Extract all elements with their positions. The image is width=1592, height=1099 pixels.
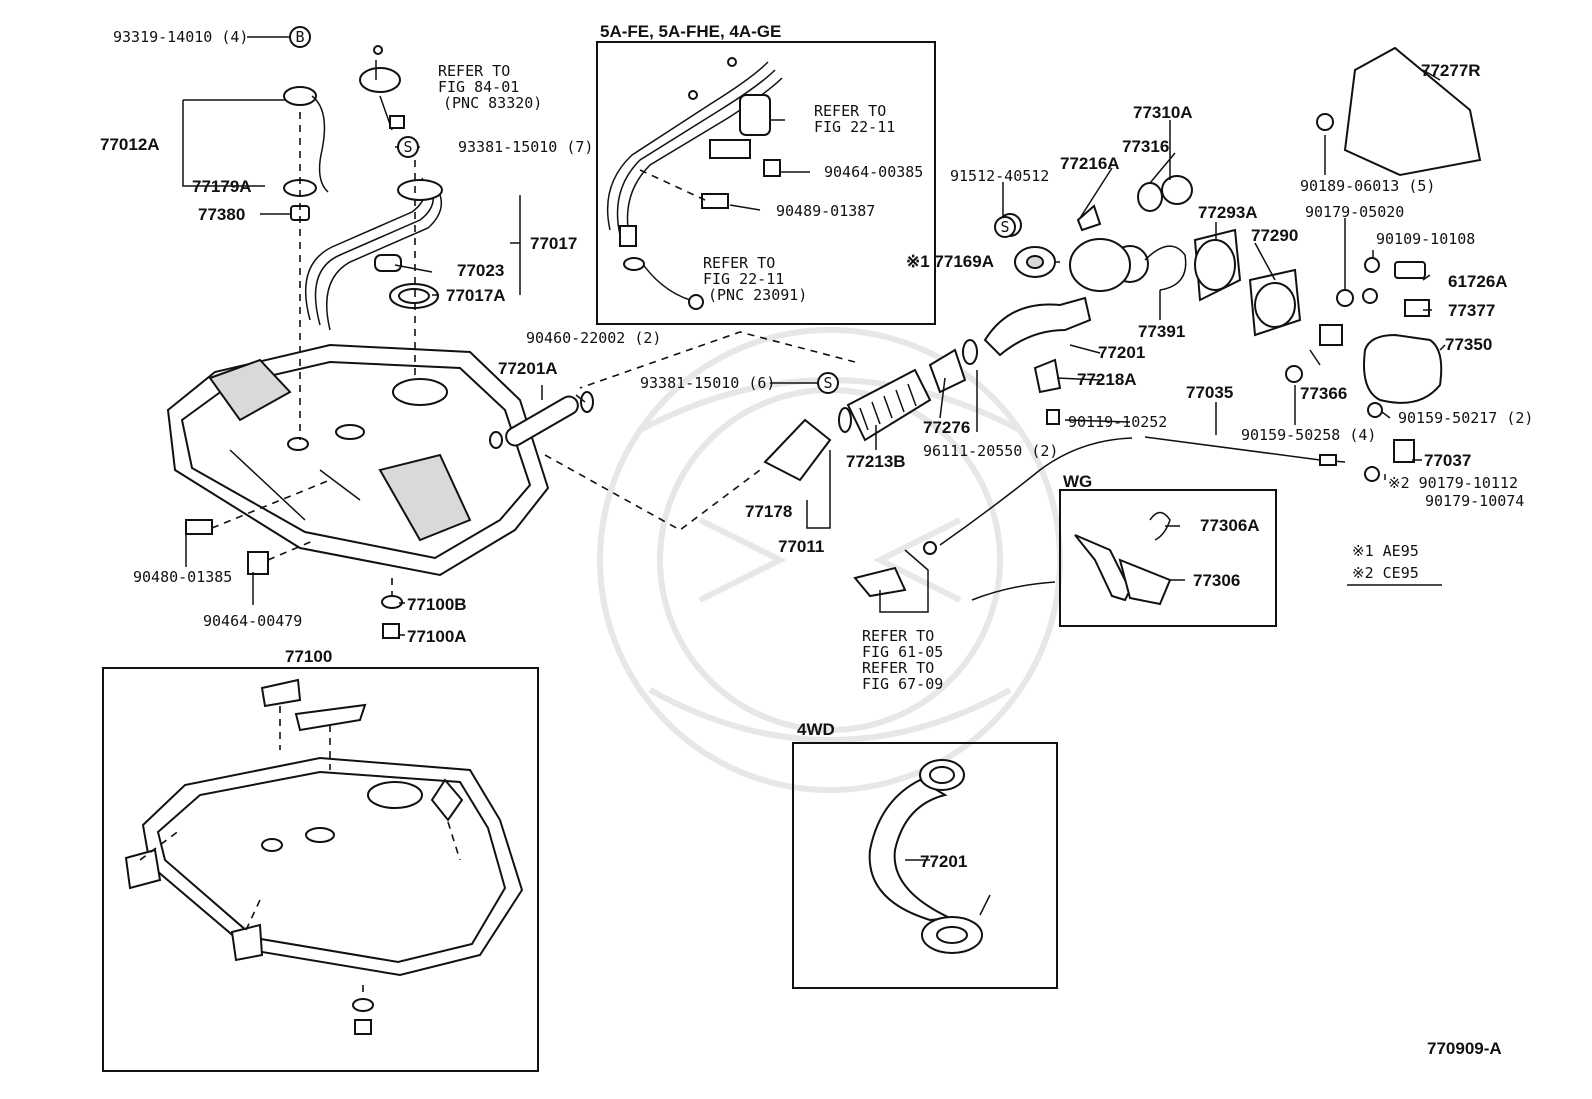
symbol-s-hose: S — [823, 374, 832, 392]
lid-opener-cable — [853, 436, 1346, 613]
label-77380: 77380 — [198, 205, 245, 224]
label-77037: 77037 — [1424, 451, 1471, 470]
tank-assembly-drawing — [124, 678, 524, 1035]
symbol-markers: B S S S — [289, 26, 1016, 394]
wg-box-title: WG — [1063, 472, 1092, 491]
label-77201A: 77201A — [498, 359, 558, 378]
label-90109-10108: 90109-10108 — [1376, 230, 1475, 248]
label-90159-50258: 90159-50258 (4) — [1241, 426, 1376, 444]
engine-refer-b-3: (PNC 23091) — [708, 286, 807, 304]
label-77201-4wd: 77201 — [920, 852, 967, 871]
tank-assembly-title: 77100 — [285, 647, 332, 666]
label-90489-01387: 90489-01387 — [776, 202, 875, 220]
refer-body-4: FIG 67-09 — [862, 675, 943, 693]
label-90179-10112: ※2 90179-10112 — [1388, 474, 1518, 492]
4wd-filler-pipe — [868, 759, 991, 954]
label-93381-15010-6: 93381-15010 (6) — [640, 374, 775, 392]
label-77277R: 77277R — [1421, 61, 1481, 80]
label-90179-10074: 90179-10074 — [1425, 492, 1524, 510]
note-refer-pump-3: (PNC 83320) — [443, 94, 542, 112]
label-77377: 77377 — [1448, 301, 1495, 320]
symbol-s-pump: S — [403, 138, 412, 156]
refer-body-1: REFER TO — [862, 627, 934, 645]
label-90460-22002: 90460-22002 (2) — [526, 329, 661, 347]
wg-box — [1059, 489, 1277, 627]
label-77179A: 77179A — [192, 177, 252, 196]
fuel-filler-lid — [1363, 333, 1443, 404]
label-77100B: 77100B — [407, 595, 467, 614]
label-77023: 77023 — [457, 261, 504, 280]
label-93319-14010: 93319-14010 (4) — [113, 28, 248, 46]
label-77366: 77366 — [1300, 384, 1347, 403]
sender-gauge-cover — [283, 86, 329, 221]
label-77201: 77201 — [1098, 343, 1145, 362]
legend-note-2: ※2 CE95 — [1352, 564, 1419, 582]
label-77391: 77391 — [1138, 322, 1185, 341]
engine-refer-b-1: REFER TO — [703, 254, 775, 272]
label-96111-20550: 96111-20550 (2) — [923, 442, 1058, 460]
label-77276: 77276 — [923, 418, 970, 437]
engine-refer-a-1: REFER TO — [814, 102, 886, 120]
engine-variant-box — [596, 41, 936, 325]
label-90464-00385: 90464-00385 — [824, 163, 923, 181]
filler-hose-assembly — [489, 228, 1302, 531]
tank-assembly-box — [102, 667, 539, 1072]
symbol-b-top: B — [295, 28, 304, 46]
label-93381-15010-7: 93381-15010 (7) — [458, 138, 593, 156]
fuel-tank-main — [166, 343, 550, 577]
4wd-box-title: 4WD — [797, 720, 835, 739]
label-90119-10252: 90119-10252 — [1068, 413, 1167, 431]
engine-refer-b-2: FIG 22-11 — [703, 270, 784, 288]
refer-body-2: FIG 61-05 — [862, 643, 943, 661]
lid-protector — [1343, 46, 1482, 177]
label-77017: 77017 — [530, 234, 577, 253]
label-77213B: 77213B — [846, 452, 906, 471]
label-77011: 77011 — [778, 537, 824, 556]
assembly-guide-lines — [299, 112, 416, 440]
label-77306: 77306 — [1193, 571, 1240, 590]
label-90159-50217: 90159-50217 (2) — [1398, 409, 1533, 427]
label-77293A: 77293A — [1198, 203, 1258, 222]
pump-mount-opening — [392, 378, 448, 406]
4wd-box — [792, 742, 1058, 989]
label-77012A: 77012A — [100, 135, 160, 154]
label-77216A: 77216A — [1060, 154, 1120, 173]
label-77218A: 77218A — [1077, 370, 1137, 389]
fuel-pump-assembly — [359, 45, 405, 131]
figure-code: 770909-A — [1427, 1039, 1502, 1058]
part-labels: 93319-14010 (4) 77012A 77179A 77380 REFE… — [100, 22, 1533, 1058]
legend-note-1: ※1 AE95 — [1352, 542, 1419, 560]
label-77310A: 77310A — [1133, 103, 1193, 122]
engine-refer-a-2: FIG 22-11 — [814, 118, 895, 136]
label-77350: 77350 — [1445, 335, 1492, 354]
engine-variant-pump-tubes — [606, 57, 783, 310]
label-77290: 77290 — [1251, 226, 1298, 245]
label-77169A: ※1 77169A — [906, 252, 994, 271]
engine-variant-title: 5A-FE, 5A-FHE, 4A-GE — [600, 22, 781, 41]
refer-body-3: REFER TO — [862, 659, 934, 677]
label-91512-40512: 91512-40512 — [950, 167, 1049, 185]
label-77306A: 77306A — [1200, 516, 1260, 535]
symbol-s-filler: S — [1000, 218, 1009, 236]
label-90189-06013: 90189-06013 (5) — [1300, 177, 1435, 195]
label-90179-05020: 90179-05020 — [1305, 203, 1404, 221]
label-90480-01385: 90480-01385 — [133, 568, 232, 586]
label-77100A: 77100A — [407, 627, 467, 646]
label-90464-00479: 90464-00479 — [203, 612, 302, 630]
fuel-gauge-sender-tubes — [304, 177, 443, 331]
label-77017A: 77017A — [446, 286, 506, 305]
label-77178: 77178 — [745, 502, 792, 521]
label-77316: 77316 — [1122, 137, 1169, 156]
wg-opener-lever — [1074, 511, 1172, 606]
note-refer-pump-1: REFER TO — [438, 62, 510, 80]
tank-clamps — [185, 479, 403, 639]
note-refer-pump-2: FIG 84-01 — [438, 78, 519, 96]
leader-lines — [182, 36, 1446, 861]
label-61726A: 61726A — [1448, 272, 1508, 291]
label-77035: 77035 — [1186, 383, 1233, 402]
